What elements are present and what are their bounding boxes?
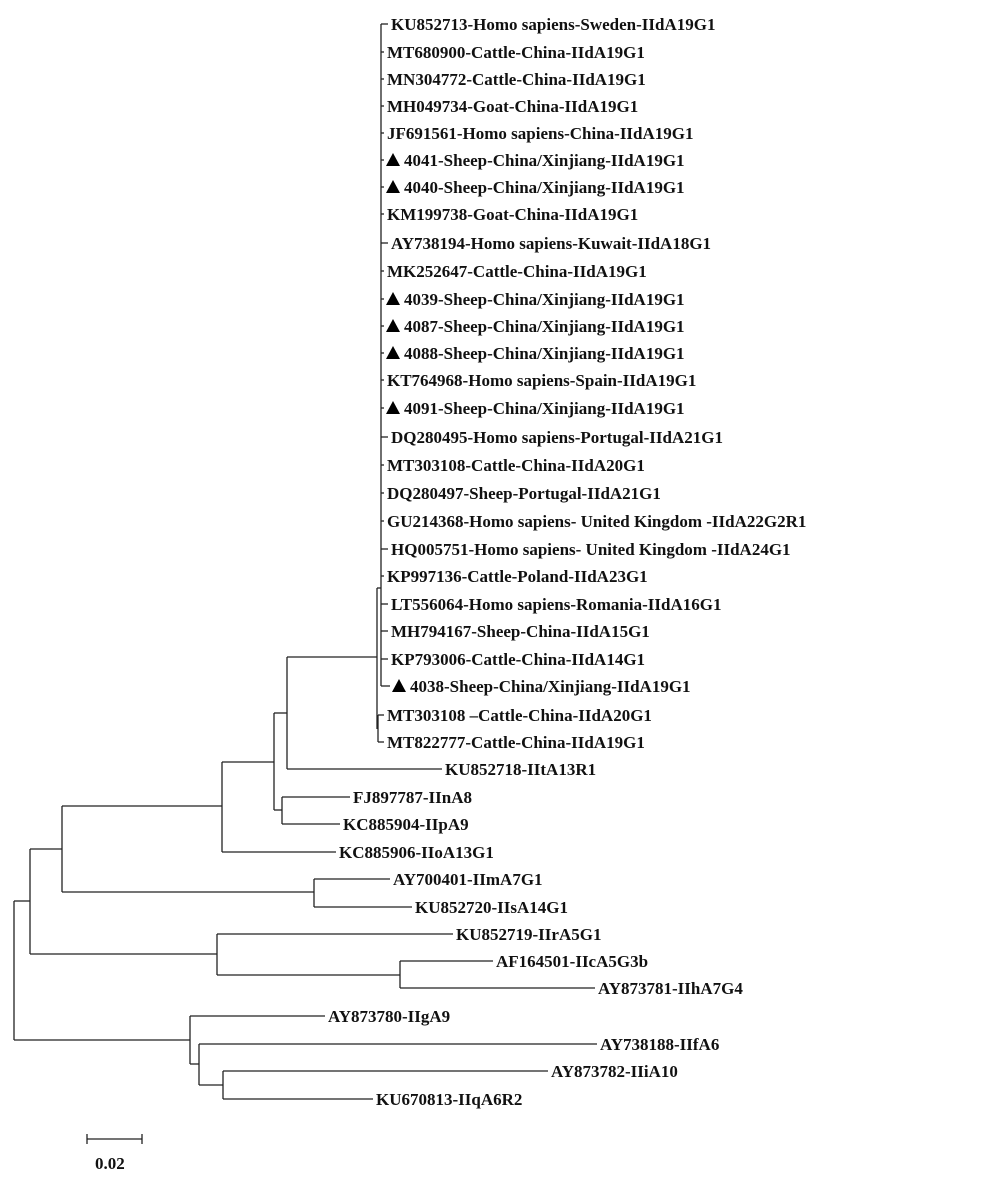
leaf-label-group: 4088-Sheep-China/Xinjiang-IIdA19G1 [386, 344, 685, 363]
leaf-label: KP793006-Cattle-China-IIdA14G1 [391, 650, 645, 669]
leaf-label-group: JF691561-Homo sapiens-China-IIdA19G1 [387, 124, 694, 143]
leaf-label-group: 4040-Sheep-China/Xinjiang-IIdA19G1 [386, 178, 685, 197]
leaf-label: AY738188-IIfA6 [600, 1035, 719, 1054]
leaf-label: KT764968-Homo sapiens-Spain-IIdA19G1 [387, 371, 696, 390]
leaf-label-group: 4087-Sheep-China/Xinjiang-IIdA19G1 [386, 317, 685, 336]
leaf-label: KC885906-IIoA13G1 [339, 843, 494, 862]
leaf-label-group: MK252647-Cattle-China-IIdA19G1 [387, 262, 647, 281]
tree-branches [13, 23, 597, 1100]
leaf-label: AF164501-IIcA5G3b [496, 952, 648, 971]
leaf-label-group: 4091-Sheep-China/Xinjiang-IIdA19G1 [386, 399, 685, 418]
leaf-label: KP997136-Cattle-Poland-IIdA23G1 [387, 567, 648, 586]
leaf-label: KC885904-IIpA9 [343, 815, 469, 834]
leaf-label: 4091-Sheep-China/Xinjiang-IIdA19G1 [404, 399, 685, 418]
leaf-label-group: DQ280497-Sheep-Portugal-IIdA21G1 [387, 484, 661, 503]
leaf-label: HQ005751-Homo sapiens- United Kingdom -I… [391, 540, 791, 559]
leaf-label-group: KC885904-IIpA9 [343, 815, 469, 834]
triangle-marker-icon [392, 679, 406, 692]
leaf-label-group: LT556064-Homo sapiens-Romania-IIdA16G1 [391, 595, 721, 614]
leaf-label-group: MH049734-Goat-China-IIdA19G1 [387, 97, 638, 116]
leaf-label: LT556064-Homo sapiens-Romania-IIdA16G1 [391, 595, 721, 614]
leaf-label-group: GU214368-Homo sapiens- United Kingdom -I… [387, 512, 806, 531]
leaf-label-group: KT764968-Homo sapiens-Spain-IIdA19G1 [387, 371, 696, 390]
leaf-label-group: MN304772-Cattle-China-IIdA19G1 [387, 70, 646, 89]
leaf-label: MT303108 –Cattle-China-IIdA20G1 [387, 706, 652, 725]
leaf-label: KU852720-IIsA14G1 [415, 898, 568, 917]
leaf-label: MT303108-Cattle-China-IIdA20G1 [387, 456, 645, 475]
leaf-label-group: KM199738-Goat-China-IIdA19G1 [387, 205, 638, 224]
leaf-label: MT822777-Cattle-China-IIdA19G1 [387, 733, 645, 752]
leaf-label: 4088-Sheep-China/Xinjiang-IIdA19G1 [404, 344, 685, 363]
leaf-label: JF691561-Homo sapiens-China-IIdA19G1 [387, 124, 694, 143]
triangle-marker-icon [386, 319, 400, 332]
leaf-label-group: AY873781-IIhA7G4 [598, 979, 743, 998]
leaf-label: MK252647-Cattle-China-IIdA19G1 [387, 262, 647, 281]
leaf-label: MT680900-Cattle-China-IIdA19G1 [387, 43, 645, 62]
leaf-label-group: AY738188-IIfA6 [600, 1035, 719, 1054]
leaf-label-group: AY700401-IImA7G1 [393, 870, 543, 889]
leaf-label-group: AY873780-IIgA9 [328, 1007, 450, 1026]
leaf-label-group: KP793006-Cattle-China-IIdA14G1 [391, 650, 645, 669]
leaf-label: AY873780-IIgA9 [328, 1007, 450, 1026]
leaf-label-group: HQ005751-Homo sapiens- United Kingdom -I… [391, 540, 791, 559]
leaf-label-group: DQ280495-Homo sapiens-Portugal-IIdA21G1 [391, 428, 723, 447]
leaf-label-group: AY738194-Homo sapiens-Kuwait-IIdA18G1 [391, 234, 711, 253]
triangle-marker-icon [386, 180, 400, 193]
leaf-label: GU214368-Homo sapiens- United Kingdom -I… [387, 512, 806, 531]
leaf-label-group: KU852719-IIrA5G1 [456, 925, 601, 944]
scale-bar: 0.02 [86, 1134, 143, 1173]
leaf-label-group: AY873782-IIiA10 [551, 1062, 678, 1081]
leaf-label: MN304772-Cattle-China-IIdA19G1 [387, 70, 646, 89]
leaf-label: MH049734-Goat-China-IIdA19G1 [387, 97, 638, 116]
scale-bar-label: 0.02 [95, 1154, 125, 1173]
leaf-label-group: FJ897787-IInA8 [353, 788, 472, 807]
leaf-label: 4039-Sheep-China/Xinjiang-IIdA19G1 [404, 290, 685, 309]
leaf-label-group: KU670813-IIqA6R2 [376, 1090, 522, 1109]
leaf-label-group: MT822777-Cattle-China-IIdA19G1 [387, 733, 645, 752]
leaf-label: AY873781-IIhA7G4 [598, 979, 743, 998]
leaf-label: FJ897787-IInA8 [353, 788, 472, 807]
leaf-label: 4038-Sheep-China/Xinjiang-IIdA19G1 [410, 677, 691, 696]
leaf-label: MH794167-Sheep-China-IIdA15G1 [391, 622, 650, 641]
leaf-label: KU852718-IItA13R1 [445, 760, 596, 779]
triangle-marker-icon [386, 153, 400, 166]
leaf-label-group: MT303108-Cattle-China-IIdA20G1 [387, 456, 645, 475]
leaf-label-group: 4041-Sheep-China/Xinjiang-IIdA19G1 [386, 151, 685, 170]
leaf-label: 4087-Sheep-China/Xinjiang-IIdA19G1 [404, 317, 685, 336]
leaf-label: DQ280497-Sheep-Portugal-IIdA21G1 [387, 484, 661, 503]
triangle-marker-icon [386, 346, 400, 359]
leaf-label-group: 4038-Sheep-China/Xinjiang-IIdA19G1 [392, 677, 691, 696]
leaf-label: AY738194-Homo sapiens-Kuwait-IIdA18G1 [391, 234, 711, 253]
leaf-label-group: KU852718-IItA13R1 [445, 760, 596, 779]
leaf-label: AY700401-IImA7G1 [393, 870, 543, 889]
leaf-label: AY873782-IIiA10 [551, 1062, 678, 1081]
leaf-label-group: MT303108 –Cattle-China-IIdA20G1 [387, 706, 652, 725]
tree-leaves: KU852713-Homo sapiens-Sweden-IIdA19G1MT6… [328, 15, 806, 1109]
leaf-label: 4040-Sheep-China/Xinjiang-IIdA19G1 [404, 178, 685, 197]
triangle-marker-icon [386, 292, 400, 305]
leaf-label-group: KP997136-Cattle-Poland-IIdA23G1 [387, 567, 648, 586]
leaf-label-group: 4039-Sheep-China/Xinjiang-IIdA19G1 [386, 290, 685, 309]
leaf-label-group: KC885906-IIoA13G1 [339, 843, 494, 862]
leaf-label: 4041-Sheep-China/Xinjiang-IIdA19G1 [404, 151, 685, 170]
leaf-label-group: AF164501-IIcA5G3b [496, 952, 648, 971]
leaf-label-group: MH794167-Sheep-China-IIdA15G1 [391, 622, 650, 641]
leaf-label: KU670813-IIqA6R2 [376, 1090, 522, 1109]
leaf-label: KU852719-IIrA5G1 [456, 925, 601, 944]
triangle-marker-icon [386, 401, 400, 414]
leaf-label: DQ280495-Homo sapiens-Portugal-IIdA21G1 [391, 428, 723, 447]
leaf-label-group: KU852720-IIsA14G1 [415, 898, 568, 917]
leaf-label: KU852713-Homo sapiens-Sweden-IIdA19G1 [391, 15, 715, 34]
leaf-label-group: KU852713-Homo sapiens-Sweden-IIdA19G1 [391, 15, 715, 34]
leaf-label: KM199738-Goat-China-IIdA19G1 [387, 205, 638, 224]
leaf-label-group: MT680900-Cattle-China-IIdA19G1 [387, 43, 645, 62]
